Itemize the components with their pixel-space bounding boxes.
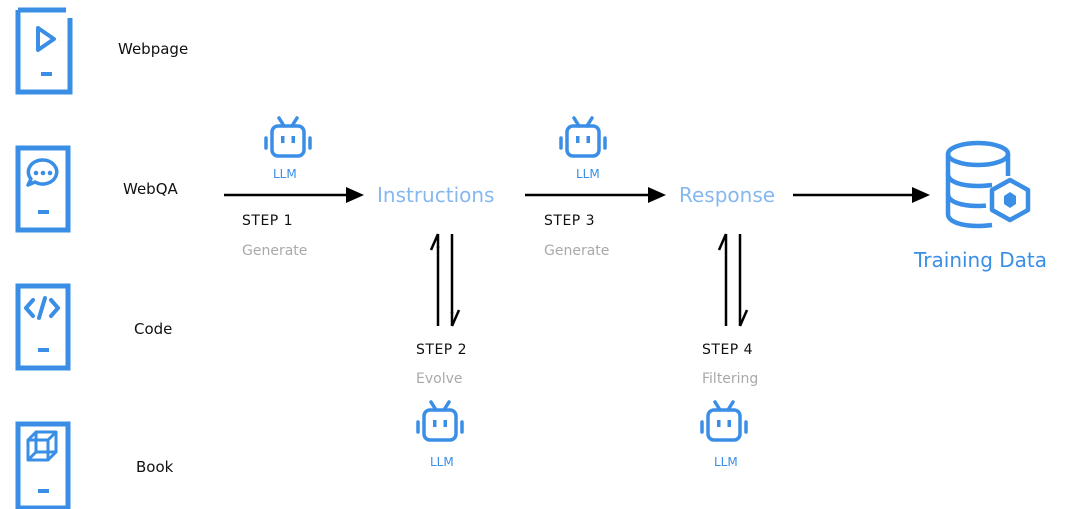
response-node: Response [679,183,776,207]
source-label-code: Code [134,320,173,338]
code-icon [24,296,60,320]
instructions-node: Instructions [377,183,495,207]
step2-llm-label: LLM [430,455,454,469]
step4-llm-label: LLM [714,455,738,469]
cube-icon [26,430,58,462]
book-document-icon [15,421,71,509]
robot-icon [700,400,748,442]
source-label-webpage: Webpage [118,40,189,58]
step4-double-arrow [717,233,749,327]
step4-action: Filtering [702,371,759,387]
database-icon [945,140,1031,229]
step1-llm-label: LLM [273,167,297,181]
chat-icon [26,158,59,187]
step3-label: STEP 3 [544,213,596,229]
step2-double-arrow [429,233,461,327]
settings-hex-icon [989,177,1031,223]
training-data-label: Training Data [914,248,1048,272]
robot-icon [559,116,607,158]
code-document-icon [15,283,71,371]
robot-icon [264,116,312,158]
webqa-document-icon [15,145,71,233]
robot-icon [416,400,464,442]
source-label-book: Book [136,458,174,476]
webpage-document-icon [15,7,73,95]
step2-label: STEP 2 [416,342,468,358]
step4-label: STEP 4 [702,342,754,358]
step3-llm-label: LLM [576,167,600,181]
step3-action: Generate [544,243,610,259]
step2-action: Evolve [416,371,463,387]
play-icon [36,26,56,52]
step1-action: Generate [242,243,308,259]
source-label-webqa: WebQA [123,180,178,198]
step1-label: STEP 1 [242,213,294,229]
